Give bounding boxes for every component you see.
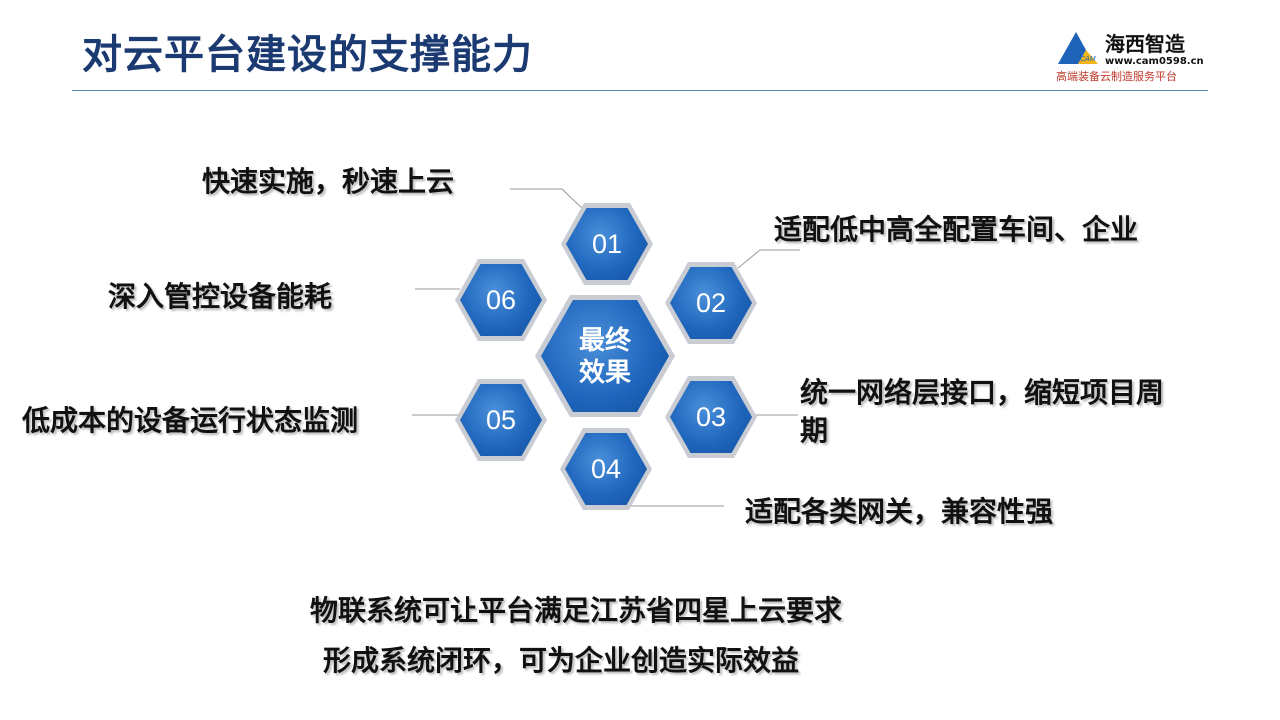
label-04: 适配各类网关，兼容性强 xyxy=(745,495,1054,528)
leader-line-02 xyxy=(737,249,800,269)
label-05: 低成本的设备运行状态监测 xyxy=(22,404,359,437)
page-title: 对云平台建设的支撑能力 xyxy=(82,32,533,78)
summary-line-2: 形成系统闭环，可为企业创造实际效益 xyxy=(323,644,800,677)
svg-text:CAM: CAM xyxy=(1080,56,1096,63)
label-01: 快速实施，秒速上云 xyxy=(202,165,455,198)
hexagon-number: 05 xyxy=(485,404,517,435)
label-02: 适配低中高全配置车间、企业 xyxy=(774,213,1139,246)
leader-line-01 xyxy=(510,188,587,213)
hexagon-number: 06 xyxy=(485,284,517,315)
summary-line-1: 物联系统可让平台满足江苏省四星上云要求 xyxy=(310,594,843,627)
center-hexagon: 最终 效果 xyxy=(535,295,675,417)
label-03: 统一网络层接口，缩短项目周期 xyxy=(800,376,1165,447)
logo-mark-icon: CAM xyxy=(1058,32,1098,64)
hexagon-number: 02 xyxy=(695,287,727,318)
header-divider xyxy=(72,90,1208,91)
hexagon-number: 04 xyxy=(590,453,622,484)
label-06: 深入管控设备能耗 xyxy=(108,280,333,313)
logo-tagline: 高端装备云制造服务平台 xyxy=(1056,70,1177,83)
center-label-line1: 最终 xyxy=(578,325,631,355)
center-label-line2: 效果 xyxy=(578,357,631,387)
logo-name: 海西智造 xyxy=(1105,32,1185,56)
brand-logo: CAM 海西智造 www.cam0598.cn 高端装备云制造服务平台 xyxy=(1056,26,1216,86)
logo-url: www.cam0598.cn xyxy=(1105,56,1204,67)
hexagon-01: 01 xyxy=(561,203,653,285)
hexagon-number: 03 xyxy=(695,401,727,432)
hexagon-number: 01 xyxy=(591,228,623,259)
hexagon-05: 05 xyxy=(455,379,547,461)
